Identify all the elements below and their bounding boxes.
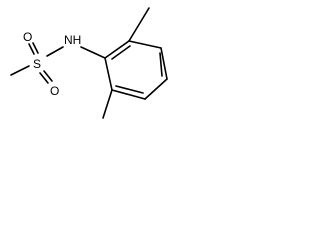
bond-sulfur-nitrogen (46, 46, 64, 57)
bond-sulfur-oxygen-bottom-a (39, 72, 49, 84)
ring-bond-6 (104, 57, 113, 91)
oxygen-bottom-atom-label: O (50, 84, 59, 98)
chemical-structure: S NH O O (10, 7, 168, 119)
nitrogen-atom-label: NH (64, 33, 81, 47)
bond-methyl-sulfur (10, 65, 30, 76)
bond-sulfur-oxygen-bottom-b (43, 70, 53, 82)
ring-bond-2 (128, 40, 162, 49)
bonds (10, 7, 168, 119)
ring-bond-4 (144, 78, 168, 100)
oxygen-top-atom-label: O (23, 30, 32, 44)
ring-inner-double-1 (111, 45, 131, 60)
sulfur-atom-label: S (33, 57, 41, 71)
bond-nitrogen-ring (80, 46, 106, 59)
atom-labels: S NH O O (23, 30, 81, 98)
ring-inner-double-2 (159, 52, 163, 77)
bond-methyl-bottom (102, 89, 113, 119)
ring-bond-1 (104, 40, 130, 59)
ring-inner-double-3 (115, 85, 144, 94)
ring-bond-3 (160, 47, 168, 80)
bond-sulfur-oxygen-top-b (32, 42, 39, 54)
bond-sulfur-oxygen-top-a (28, 43, 35, 55)
ring-bond-5 (111, 89, 146, 100)
bond-methyl-top (128, 7, 150, 42)
